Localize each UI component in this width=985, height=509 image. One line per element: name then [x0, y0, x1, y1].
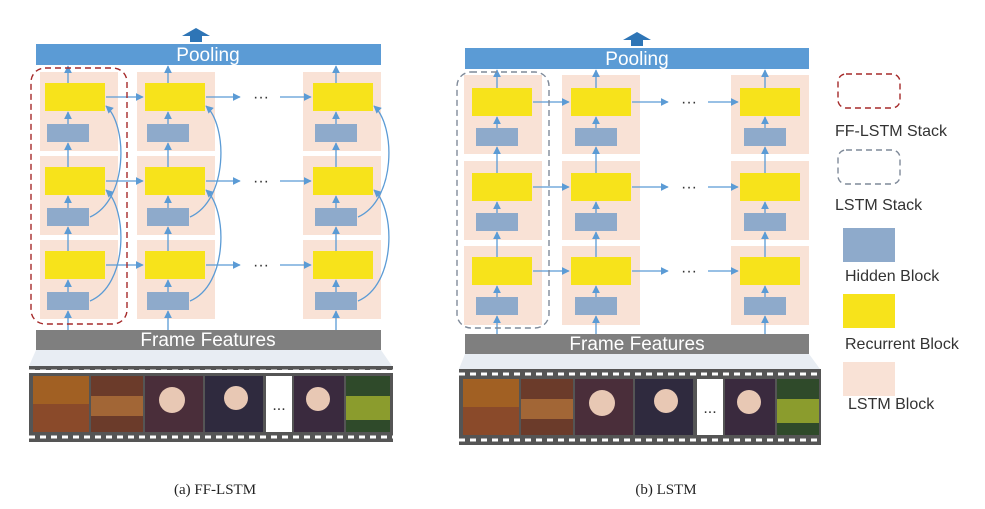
caption-b: (b) LSTM [635, 482, 696, 498]
pooling-bar [465, 48, 809, 69]
horizontal-arrows [106, 93, 312, 269]
vertical-arrows [493, 69, 769, 334]
frame-features-bar [465, 334, 809, 354]
vertical-arrows [64, 65, 340, 330]
ellipsis-row-1: ··· [681, 94, 697, 111]
legend-ff-lstm-stack-label: FF-LSTM Stack [835, 123, 948, 140]
film-strip: ... [459, 369, 821, 445]
lstm-stack-outline [456, 71, 550, 329]
hidden-blocks [476, 128, 786, 315]
film-ellipsis: ... [272, 397, 285, 414]
legend-recurrent-block-label: Recurrent Block [845, 336, 960, 353]
caption-a: (a) FF-LSTM [174, 482, 256, 498]
legend-hidden-block-label: Hidden Block [845, 268, 940, 285]
diagram-b: Pooling [456, 32, 821, 498]
legend-lstm-block-icon [843, 362, 895, 396]
ellipsis-labels: ··· ··· ··· [253, 89, 269, 274]
pooling-label: Pooling [605, 49, 668, 70]
legend-recurrent-block-icon [843, 294, 895, 328]
horizontal-arrows [533, 98, 739, 275]
legend-lstm-stack-label: LSTM Stack [835, 197, 923, 214]
output-arrow-icon [182, 28, 210, 42]
legend-ff-lstm-stack-icon [837, 73, 901, 109]
frame-features-bar [36, 330, 381, 350]
frame-features-label: Frame Features [569, 334, 704, 355]
film-strip: ... [29, 366, 393, 442]
hidden-blocks [47, 124, 357, 310]
legend-lstm-block-label: LSTM Block [848, 396, 935, 413]
pooling-bar [36, 44, 381, 65]
recurrent-blocks [472, 88, 800, 285]
legend-lstm-stack-icon [837, 149, 901, 185]
ellipsis-row-3: ··· [681, 263, 697, 280]
pooling-label: Pooling [176, 45, 239, 66]
ff-lstm-stack-outline [30, 67, 128, 325]
diagram-a: Pooling [29, 28, 393, 498]
ellipsis-row-2: ··· [253, 173, 269, 190]
legend: FF-LSTM Stack LSTM Stack Hidden Block Re… [835, 73, 960, 413]
ellipsis-row-2: ··· [681, 179, 697, 196]
frame-features-shadow [29, 350, 392, 366]
ellipsis-row-3: ··· [253, 257, 269, 274]
frame-features-shadow [459, 354, 820, 369]
film-ellipsis: ... [703, 400, 716, 417]
ellipsis-labels: ··· ··· ··· [681, 94, 697, 280]
legend-hidden-block-icon [843, 228, 895, 262]
recurrent-blocks [45, 83, 373, 279]
ellipsis-row-1: ··· [253, 89, 269, 106]
output-arrow-icon [623, 32, 651, 46]
feedforward-curves [89, 105, 390, 302]
frame-features-label: Frame Features [140, 330, 275, 351]
